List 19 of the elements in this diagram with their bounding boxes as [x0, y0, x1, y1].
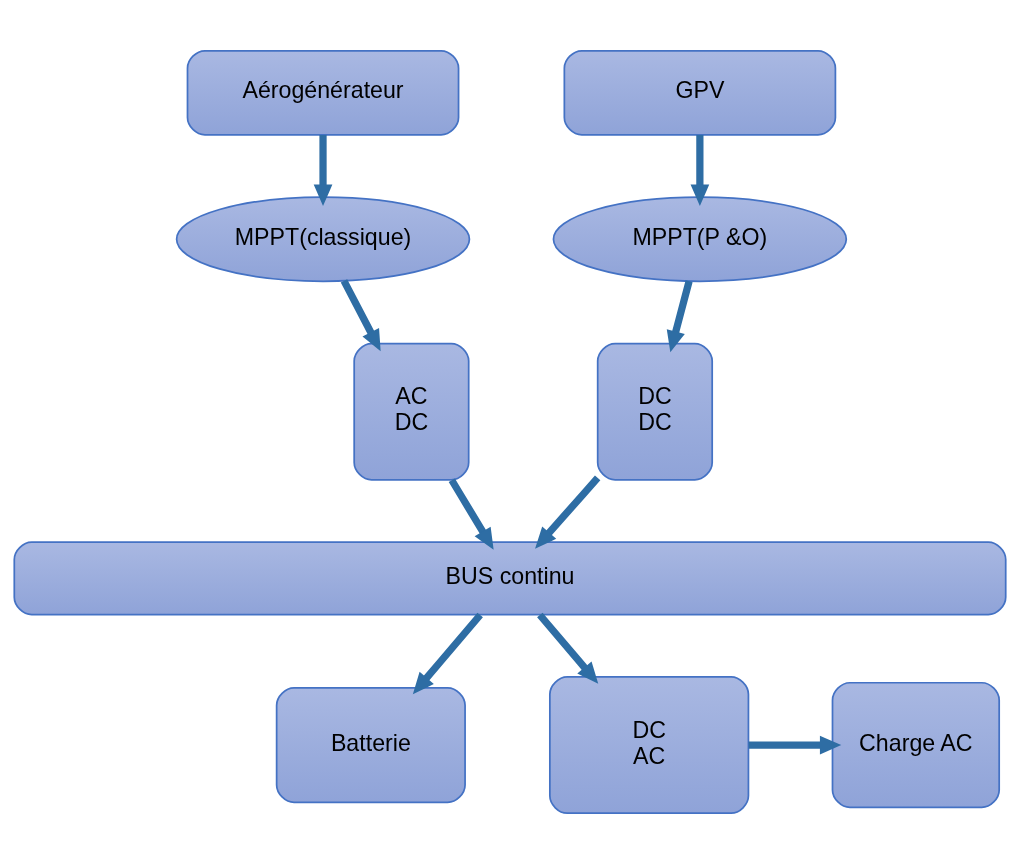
arrow — [690, 135, 710, 206]
node-box: Batterie — [275, 686, 466, 804]
node-box: DC AC — [549, 676, 750, 815]
arrow — [537, 612, 599, 684]
node-box: Charge AC — [831, 681, 1001, 809]
node-box: BUS continu — [13, 541, 1007, 616]
arrow — [535, 475, 601, 549]
arrow — [448, 478, 494, 550]
arrow — [412, 612, 483, 695]
arrow — [313, 135, 333, 206]
arrow — [666, 280, 693, 353]
arrow — [340, 279, 381, 352]
node-box: Aérogénérateur — [186, 49, 460, 136]
node-ellipse: MPPT(P &O) — [552, 196, 848, 283]
node-box: AC DC — [353, 342, 470, 481]
node-ellipse: MPPT(classique) — [175, 196, 471, 283]
node-box: GPV — [563, 49, 837, 136]
arrow — [748, 735, 842, 755]
node-box: DC DC — [596, 342, 714, 481]
